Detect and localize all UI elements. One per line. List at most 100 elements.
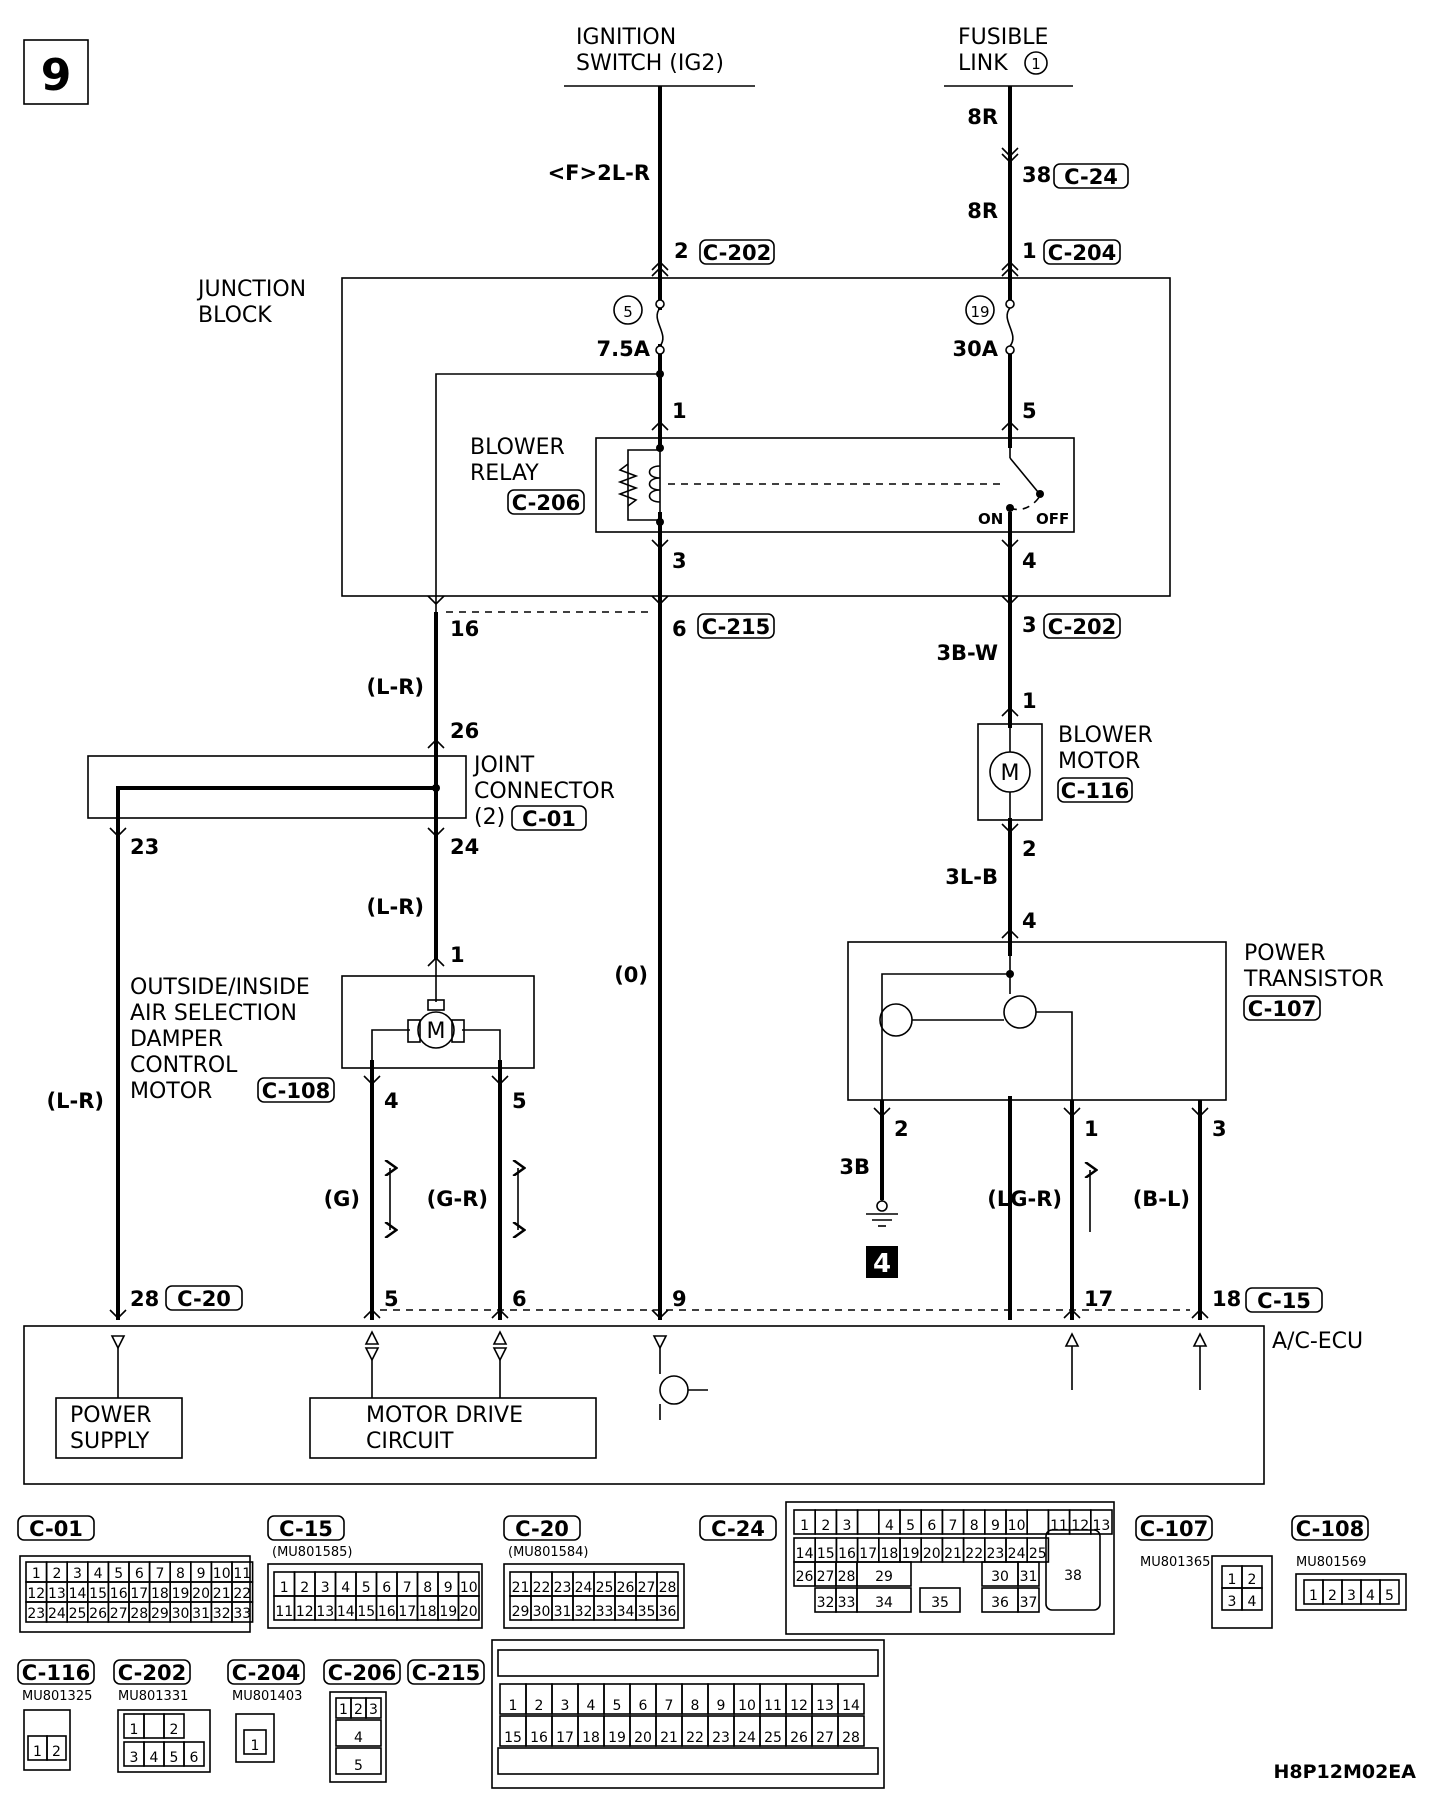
connector-pin: 12 (296, 1604, 314, 1620)
svg-text:1: 1 (1031, 55, 1041, 73)
connector-pin: 1 (509, 1698, 518, 1714)
svg-text:(2): (2) (474, 805, 505, 830)
connector-view-c108: C-108 (1291, 1515, 1369, 1541)
connector-pin: 14 (796, 1546, 814, 1562)
svg-text:C-116: C-116 (22, 1661, 90, 1685)
svg-text:DAMPER: DAMPER (130, 1027, 223, 1052)
svg-text:OFF: OFF (1036, 510, 1069, 528)
connector-pin: 14 (69, 1586, 87, 1602)
connector-view-c107: C-107 (1135, 1515, 1213, 1541)
connector-pin: 32 (575, 1604, 593, 1620)
direction-arrows (390, 1168, 1090, 1232)
svg-text:C-24: C-24 (1064, 165, 1118, 189)
svg-text:MOTOR: MOTOR (1058, 749, 1140, 774)
svg-text:IGNITION: IGNITION (576, 25, 676, 50)
connector-pin: 7 (665, 1698, 674, 1714)
connector-pin: 21 (944, 1546, 962, 1562)
connector-pin: 22 (233, 1586, 251, 1602)
damper-control-motor: M OUTSIDE/INSIDE AIR SELECTION DAMPER CO… (130, 960, 535, 1104)
connector-pin: 2 (1248, 1572, 1257, 1588)
svg-text:FUSIBLE: FUSIBLE (958, 25, 1048, 50)
connector-pin: 15 (89, 1586, 107, 1602)
connector-pin: 14 (337, 1604, 355, 1620)
svg-text:18: 18 (1212, 1287, 1241, 1311)
connector-pin: 23 (986, 1546, 1004, 1562)
connector-pin: 33 (838, 1595, 856, 1611)
svg-text:3L-B: 3L-B (945, 865, 998, 889)
svg-text:(G): (G) (324, 1187, 360, 1211)
connector-pin: 11 (233, 1566, 251, 1582)
svg-text:4: 4 (384, 1089, 399, 1113)
svg-text:C-206: C-206 (328, 1661, 396, 1685)
svg-text:26: 26 (450, 719, 479, 743)
connector-pin: 28 (842, 1730, 860, 1746)
source-fusible-link: FUSIBLE LINK 1 (944, 25, 1073, 87)
connector-pin: 21 (512, 1580, 530, 1596)
connector-pin: 30 (172, 1606, 190, 1622)
connector-pin: 19 (439, 1604, 457, 1620)
connector-pin: 3 (1228, 1594, 1237, 1610)
connector-pin: 2 (354, 1702, 363, 1718)
svg-text:C-15: C-15 (279, 1517, 333, 1541)
connector-pin: 18 (582, 1730, 600, 1746)
svg-text:CONNECTOR: CONNECTOR (474, 779, 615, 804)
svg-text:POWER: POWER (70, 1403, 152, 1428)
pin-labels: 2 38 1 1 5 3 4 16 6 3 26 23 24 1 2 4 1 4… (130, 163, 1241, 1311)
svg-text:5: 5 (623, 303, 633, 321)
connector-pin: 9 (991, 1518, 1000, 1534)
connector-pin: 3 (561, 1698, 570, 1714)
connector-pin: 6 (135, 1566, 144, 1582)
connector-pin: 27 (816, 1730, 834, 1746)
connector-pin: 27 (638, 1580, 656, 1596)
svg-text:4: 4 (873, 1249, 891, 1279)
svg-text:19: 19 (970, 303, 989, 321)
connector-pin: 8 (691, 1698, 700, 1714)
connector-pin: 3 (130, 1750, 139, 1766)
connector-pin: 38 (1064, 1568, 1082, 1584)
connector-view-c204: C-204 (227, 1659, 305, 1685)
svg-text:C-202: C-202 (703, 241, 771, 265)
svg-text:OUTSIDE/INSIDE: OUTSIDE/INSIDE (130, 975, 310, 1000)
connector-pin: 2 (300, 1580, 309, 1596)
svg-text:ON: ON (978, 510, 1003, 528)
connector-pin: 24 (1008, 1546, 1026, 1562)
connector-pin: 11 (764, 1698, 782, 1714)
connector-view-c15: C-15 (267, 1515, 345, 1541)
connector-pin: 15 (504, 1730, 522, 1746)
connector-pin: 16 (110, 1586, 128, 1602)
connector-pin: 28 (838, 1569, 856, 1585)
connector-part-number: MU801325 (22, 1689, 92, 1704)
svg-text:SWITCH (IG2): SWITCH (IG2) (576, 51, 724, 76)
svg-text:(L-R): (L-R) (47, 1089, 104, 1113)
connector-pin: 14 (842, 1698, 860, 1714)
svg-text:POWER: POWER (1244, 941, 1326, 966)
svg-text:A/C-ECU: A/C-ECU (1272, 1329, 1363, 1354)
svg-text:C-204: C-204 (1048, 241, 1116, 265)
connector-pin: 28 (659, 1580, 677, 1596)
connector-pin: 1 (800, 1518, 809, 1534)
connector-pin: 2 (170, 1722, 179, 1738)
connector-pin: 6 (190, 1750, 199, 1766)
connector-pin: 17 (130, 1586, 148, 1602)
svg-text:C-202: C-202 (118, 1661, 186, 1685)
connector-tag-c116: C-116 (1057, 777, 1133, 803)
connector-pin: 24 (575, 1580, 593, 1596)
connector-pin: 34 (617, 1604, 635, 1620)
svg-text:C-204: C-204 (232, 1661, 300, 1685)
connector-pin: 23 (554, 1580, 572, 1596)
svg-text:C-215: C-215 (412, 1661, 480, 1685)
connector-pin: 4 (1366, 1588, 1375, 1604)
svg-text:1: 1 (1022, 689, 1037, 713)
connector-pin: 33 (233, 1606, 251, 1622)
connector-pin: 7 (155, 1566, 164, 1582)
connector-pin: 30 (533, 1604, 551, 1620)
connector-tag-c108: C-108 (257, 1077, 335, 1103)
connector-pin: 5 (170, 1750, 179, 1766)
connector-pin: 10 (213, 1566, 231, 1582)
connector-pin: 11 (1050, 1518, 1068, 1534)
connector-pin: 15 (357, 1604, 375, 1620)
connector-pin: 5 (354, 1758, 363, 1774)
joint-connector: JOINT CONNECTOR (2) C-01 (87, 753, 615, 831)
connector-view-c215: C-215 (407, 1659, 485, 1685)
connector-part-number: (MU801584) (508, 1545, 589, 1560)
